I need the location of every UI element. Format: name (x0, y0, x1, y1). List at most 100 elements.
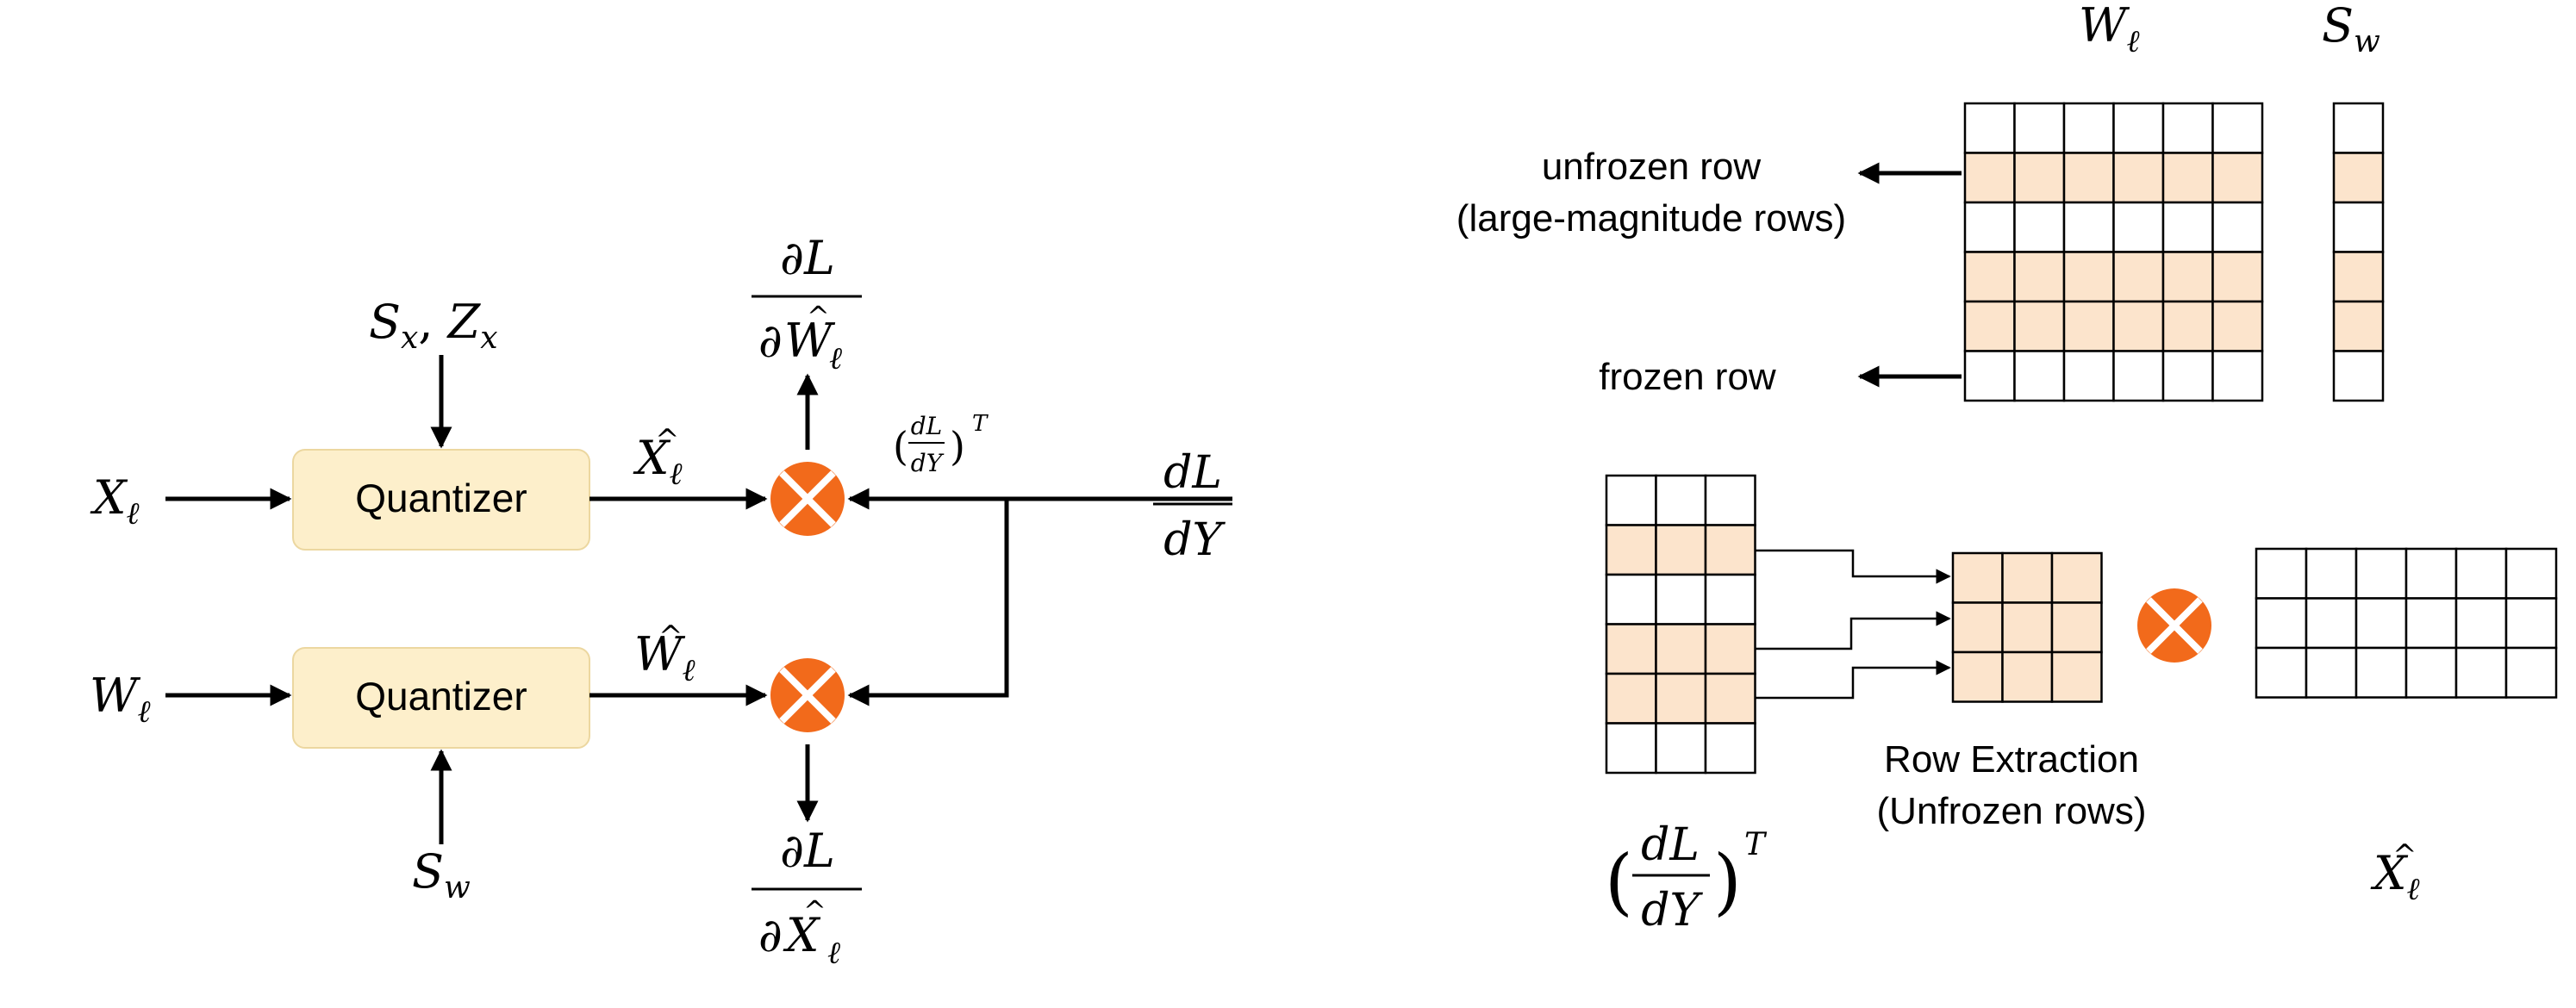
unfrozen-row-sublabel: (large-magnitude rows) (1456, 197, 1846, 240)
highlighted-cell (1605, 524, 1657, 576)
highlighted-cell (2013, 300, 2066, 352)
svg-text:∂: ∂ (758, 908, 783, 962)
highlighted-cell (2332, 251, 2385, 303)
gradient-matrix-grid (1605, 474, 1756, 775)
highlighted-cell (2013, 152, 2066, 204)
highlighted-cell (2211, 300, 2264, 352)
extracted-rows-grid (1951, 551, 2103, 703)
multiply-icon (2137, 588, 2211, 663)
highlighted-cell (2062, 251, 2115, 303)
activation-matrix-grid (2255, 547, 2558, 699)
svg-text:Xℓ: Xℓ (2370, 846, 2419, 907)
highlighted-cell (2161, 251, 2214, 303)
grid-cell (2112, 102, 2165, 154)
scale-w-label: Sw (412, 844, 471, 905)
grid-cell (2504, 597, 2558, 650)
grid-cell (2161, 201, 2214, 253)
highlighted-cell (2211, 152, 2264, 204)
gradient-matrix-label: ( dL dY ) T (1605, 819, 1768, 936)
grid-cell (2504, 646, 2558, 699)
svg-text:^: ^ (807, 300, 830, 333)
grid-cell (2355, 547, 2408, 600)
svg-text:dY: dY (1641, 885, 1703, 936)
s-vector-label: Sw (2322, 0, 2380, 59)
grid-cell (2062, 350, 2115, 402)
highlighted-cell (2001, 650, 2054, 703)
highlighted-cell (2001, 601, 2054, 654)
left-panel: Quantizer Quantizer Xℓ Wℓ Sx, Zx Sw Xℓ ^ (90, 231, 1232, 971)
highlighted-cell (1655, 672, 1707, 725)
highlighted-cell (1704, 524, 1756, 576)
grid-cell (1704, 573, 1756, 625)
highlighted-cell (2062, 300, 2115, 352)
grid-cell (2332, 102, 2385, 154)
grid-cell (2332, 350, 2385, 402)
highlighted-cell (2161, 152, 2214, 204)
svg-text:): ) (950, 423, 965, 470)
grid-cell (1605, 474, 1657, 526)
multiply-icon (770, 462, 845, 536)
grid-cell (2404, 597, 2458, 650)
grid-cell (1655, 722, 1707, 775)
grid-cell (2211, 201, 2264, 253)
grid-cell (1963, 201, 2016, 253)
grad-x-label: ∂L ∂ X ^ ℓ (752, 824, 862, 971)
svg-text:ℓ: ℓ (829, 341, 842, 376)
grid-cell (1704, 474, 1756, 526)
grid-cell (2404, 547, 2458, 600)
scale-x-label: Sx, Zx (369, 295, 498, 356)
grid-cell (2013, 350, 2066, 402)
svg-text:Xℓ: Xℓ (633, 431, 682, 492)
grid-cell (2404, 646, 2458, 699)
what-label: Wℓ ^ (634, 619, 695, 688)
svg-text:ℓ: ℓ (827, 936, 840, 971)
svg-text:dY: dY (1163, 514, 1226, 566)
grid-cell (2504, 547, 2558, 600)
grid-cell (2255, 646, 2308, 699)
grid-cell (2112, 350, 2165, 402)
highlighted-cell (1951, 650, 2004, 703)
weight-matrix-grid (1963, 102, 2264, 402)
svg-text:X: X (783, 908, 821, 962)
grid-cell (2211, 350, 2264, 402)
highlighted-cell (2112, 152, 2165, 204)
highlighted-cell (2001, 551, 2054, 604)
grad-w-label: ∂L ∂ W ^ ℓ (752, 231, 862, 376)
highlighted-cell (2050, 650, 2103, 703)
svg-text:^: ^ (655, 423, 680, 457)
grid-cell (1963, 350, 2016, 402)
scale-vector-grid (2332, 102, 2385, 402)
grid-cell (2161, 102, 2214, 154)
highlighted-cell (1655, 623, 1707, 675)
svg-text:Wℓ: Wℓ (634, 627, 695, 688)
multiply-icon (770, 658, 845, 732)
xhat-label: Xℓ ^ (633, 423, 682, 492)
highlighted-cell (1963, 300, 2016, 352)
highlighted-cell (1605, 672, 1657, 725)
grid-cell (2013, 201, 2066, 253)
svg-text:^: ^ (803, 894, 826, 927)
grid-cell (2332, 201, 2385, 253)
svg-text:(: ( (1605, 839, 1633, 924)
highlighted-cell (1963, 251, 2016, 303)
highlighted-cell (2013, 251, 2066, 303)
grid-cell (2062, 201, 2115, 253)
highlighted-cell (2161, 300, 2214, 352)
row-extraction-connector (1755, 611, 1951, 650)
grid-cell (2305, 597, 2358, 650)
svg-text:∂: ∂ (758, 314, 783, 368)
svg-text:dL: dL (1163, 447, 1222, 499)
right-panel: Wℓ Sw unfrozen row (large-magnitude rows… (1456, 0, 2558, 936)
grid-cell (2454, 547, 2508, 600)
svg-text:(: ( (893, 423, 908, 470)
svg-text:^: ^ (658, 619, 683, 654)
highlighted-cell (1605, 623, 1657, 675)
unfrozen-row-label: unfrozen row (1542, 146, 1762, 188)
highlighted-cell (2050, 551, 2103, 604)
svg-text:dY: dY (911, 449, 945, 477)
highlighted-cell (1951, 551, 2004, 604)
grid-cell (1605, 573, 1657, 625)
input-w-label: Wℓ (90, 669, 151, 730)
row-extraction-sublabel: (Unfrozen rows) (1877, 790, 2147, 832)
